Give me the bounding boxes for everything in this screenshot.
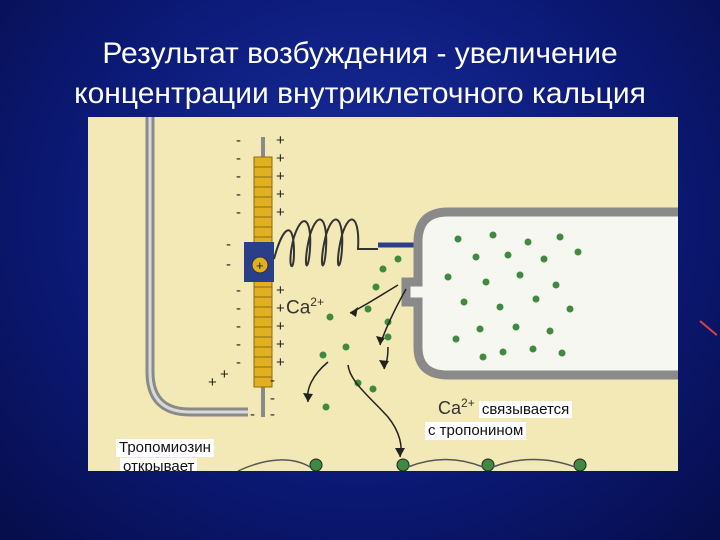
svg-text:+: + (256, 258, 264, 273)
calcium-ion-label: Ca2+ (286, 295, 324, 319)
calcium-store (444, 231, 582, 361)
svg-text:-: - (236, 132, 241, 149)
svg-text:+: + (276, 150, 285, 167)
channel-stripes (254, 166, 272, 378)
svg-text:-: - (226, 236, 231, 253)
troponin-sites (237, 458, 587, 471)
svg-text:-: - (236, 282, 241, 299)
decorative-line (699, 320, 718, 336)
positive-charge-sensor (251, 256, 269, 274)
svg-text:-: - (236, 354, 241, 371)
svg-text:-: - (270, 390, 275, 407)
svg-text:+: + (276, 300, 285, 317)
svg-text:+: + (220, 366, 229, 383)
svg-text:-: - (236, 186, 241, 203)
svg-text:-: - (226, 256, 231, 273)
t-tubule-membrane (145, 117, 248, 417)
binding-caption: Ca2+ связывается (438, 394, 573, 419)
sarcoplasmic-reticulum (401, 207, 678, 380)
svg-text:-: - (270, 406, 275, 423)
svg-text:-: - (236, 318, 241, 335)
excitation-diagram: + (88, 117, 678, 471)
ion-charge: 2+ (310, 295, 324, 309)
binding-ion: Ca2+ (438, 396, 475, 418)
slide-title: Результат возбуждения - увеличение конце… (20, 34, 700, 114)
svg-text:+: + (276, 132, 285, 149)
tropomyosin-text-2: открывает (120, 458, 198, 471)
membrane-charges: ----- -- ----- +++++ +++++ ++ --- - (208, 132, 285, 423)
tropomyosin-text-1: Тропомиозин (116, 439, 214, 457)
title-line-2: концентрации внутриклеточного кальция (74, 77, 646, 110)
svg-text:+: + (276, 354, 285, 371)
arrow-heads (303, 307, 405, 457)
spring-connector (273, 218, 378, 267)
svg-text:-: - (270, 372, 275, 389)
binding-text-2: с тропонином (425, 422, 527, 440)
svg-text:+: + (276, 282, 285, 299)
svg-text:-: - (250, 406, 255, 423)
svg-text:-: - (236, 168, 241, 185)
svg-text:+: + (208, 374, 217, 391)
svg-text:+: + (276, 168, 285, 185)
binding-text-1: связывается (478, 401, 573, 418)
title-line-1: Результат возбуждения - увеличение (102, 37, 618, 70)
svg-text:-: - (236, 300, 241, 317)
ion-symbol: Ca (286, 297, 311, 319)
binding-ion-charge: 2+ (461, 396, 475, 410)
diagram-graphics: + (145, 117, 678, 471)
svg-text:-: - (236, 336, 241, 353)
svg-text:+: + (276, 186, 285, 203)
svg-text:-: - (236, 150, 241, 167)
svg-text:+: + (276, 318, 285, 335)
svg-text:+: + (276, 204, 285, 221)
svg-text:+: + (276, 336, 285, 353)
binding-ion-symbol: Ca (438, 398, 462, 418)
released-calcium (319, 255, 402, 411)
svg-text:-: - (236, 204, 241, 221)
